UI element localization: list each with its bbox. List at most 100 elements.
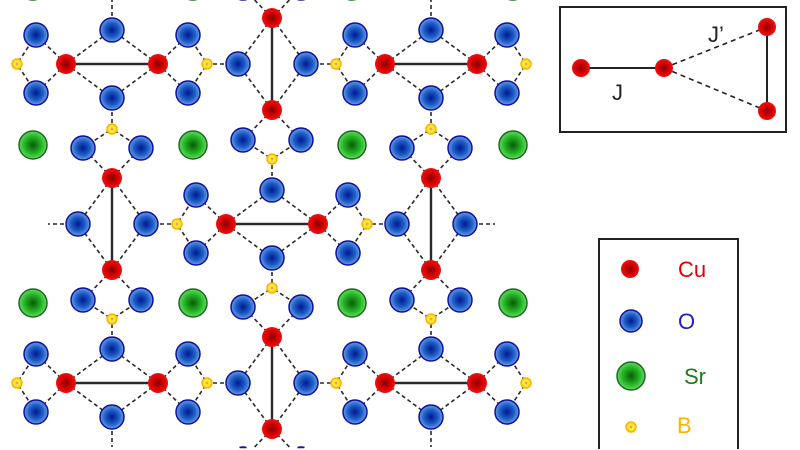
exchange-inset: J J’ [559, 6, 787, 133]
o-atom [175, 399, 201, 425]
o-atom [183, 182, 209, 208]
o-atom [418, 404, 444, 430]
o-atom [225, 51, 251, 77]
o-atom [133, 211, 159, 237]
o-b-bond [82, 299, 113, 320]
legend-b-label: B [677, 413, 692, 438]
o-atom [418, 336, 444, 362]
o-b-bond [176, 223, 197, 254]
o-atom [452, 211, 478, 237]
sr-atom [18, 130, 48, 160]
o-atom [447, 135, 473, 161]
o-atom [23, 399, 49, 425]
cu-atom [262, 419, 282, 439]
cu-atom [758, 102, 776, 120]
o-b-bond [347, 223, 368, 254]
o-atom [494, 399, 520, 425]
legend-o-label: O [678, 309, 695, 334]
b-atom [361, 218, 373, 230]
cu-atom [262, 100, 282, 120]
o-atom [342, 341, 368, 367]
legend: Cu O Sr B [598, 238, 739, 449]
o-b-bond [16, 382, 37, 413]
b-atom [266, 153, 278, 165]
o-b-bond [401, 299, 432, 320]
j-prime-bond-upper [663, 26, 768, 69]
sr-atom [337, 130, 367, 160]
legend-frame [598, 238, 739, 449]
o-atom [23, 22, 49, 48]
j-prime-bond-lower [663, 67, 768, 112]
b-atom [520, 58, 532, 70]
sr-atom [178, 130, 208, 160]
o-atom [23, 341, 49, 367]
o-atom [65, 211, 91, 237]
o-b-bond [16, 34, 37, 65]
o-atom [418, 85, 444, 111]
o-b-bond [82, 128, 113, 149]
o-atom [342, 22, 368, 48]
o-atom [183, 240, 209, 266]
j-prime-label: J’ [708, 22, 724, 47]
o-atom [99, 85, 125, 111]
cu-atom [467, 373, 487, 393]
o-b-bond [187, 63, 208, 94]
o-b-bond [506, 353, 527, 384]
o-atom [418, 17, 444, 43]
o-b-bond [111, 299, 142, 320]
o-b-bond [111, 128, 142, 149]
o-b-bond [176, 194, 197, 225]
o-b-bond [347, 194, 368, 225]
b-atom [425, 123, 437, 135]
atoms-layer [11, 0, 532, 449]
o-atom [230, 294, 256, 320]
cu-atom [375, 54, 395, 74]
j-label: J [612, 80, 623, 105]
o-b-bond [335, 382, 356, 413]
b-atom [171, 218, 183, 230]
cu-atom [102, 168, 122, 188]
o-atom [99, 17, 125, 43]
b-atom [106, 123, 118, 135]
sr-atom [337, 288, 367, 318]
o-atom [342, 399, 368, 425]
b-atom [520, 377, 532, 389]
o-b-bond [16, 63, 37, 94]
cu-atom [56, 54, 76, 74]
o-atom [230, 127, 256, 153]
o-b-bond [430, 128, 461, 149]
o-atom [335, 182, 361, 208]
inset-frame [559, 6, 787, 133]
legend-cu-label: Cu [678, 257, 706, 282]
o-b-bond [506, 382, 527, 413]
cu-atom [262, 8, 282, 28]
b-atom [11, 377, 23, 389]
o-atom [70, 135, 96, 161]
b-atom [330, 58, 342, 70]
cu-atom [467, 54, 487, 74]
o-b-bond [335, 63, 356, 94]
o-b-bond [506, 63, 527, 94]
o-atom [99, 336, 125, 362]
o-atom [384, 211, 410, 237]
b-atom [106, 313, 118, 325]
o-atom [389, 135, 415, 161]
o-b-bond [506, 34, 527, 65]
cu-atom [421, 260, 441, 280]
cu-atom [56, 373, 76, 393]
o-atom [293, 51, 319, 77]
o-atom [288, 127, 314, 153]
o-atom [389, 287, 415, 313]
o-atom [259, 245, 285, 271]
o-b-bond [242, 139, 273, 160]
o-b-bond [271, 139, 302, 160]
o-b-bond [401, 128, 432, 149]
o-b-bond [430, 299, 461, 320]
o-atom [128, 135, 154, 161]
legend-o-icon [619, 309, 643, 333]
b-atom [425, 313, 437, 325]
bonds-layer [16, 0, 527, 450]
o-atom [293, 370, 319, 396]
sr-atom [178, 288, 208, 318]
